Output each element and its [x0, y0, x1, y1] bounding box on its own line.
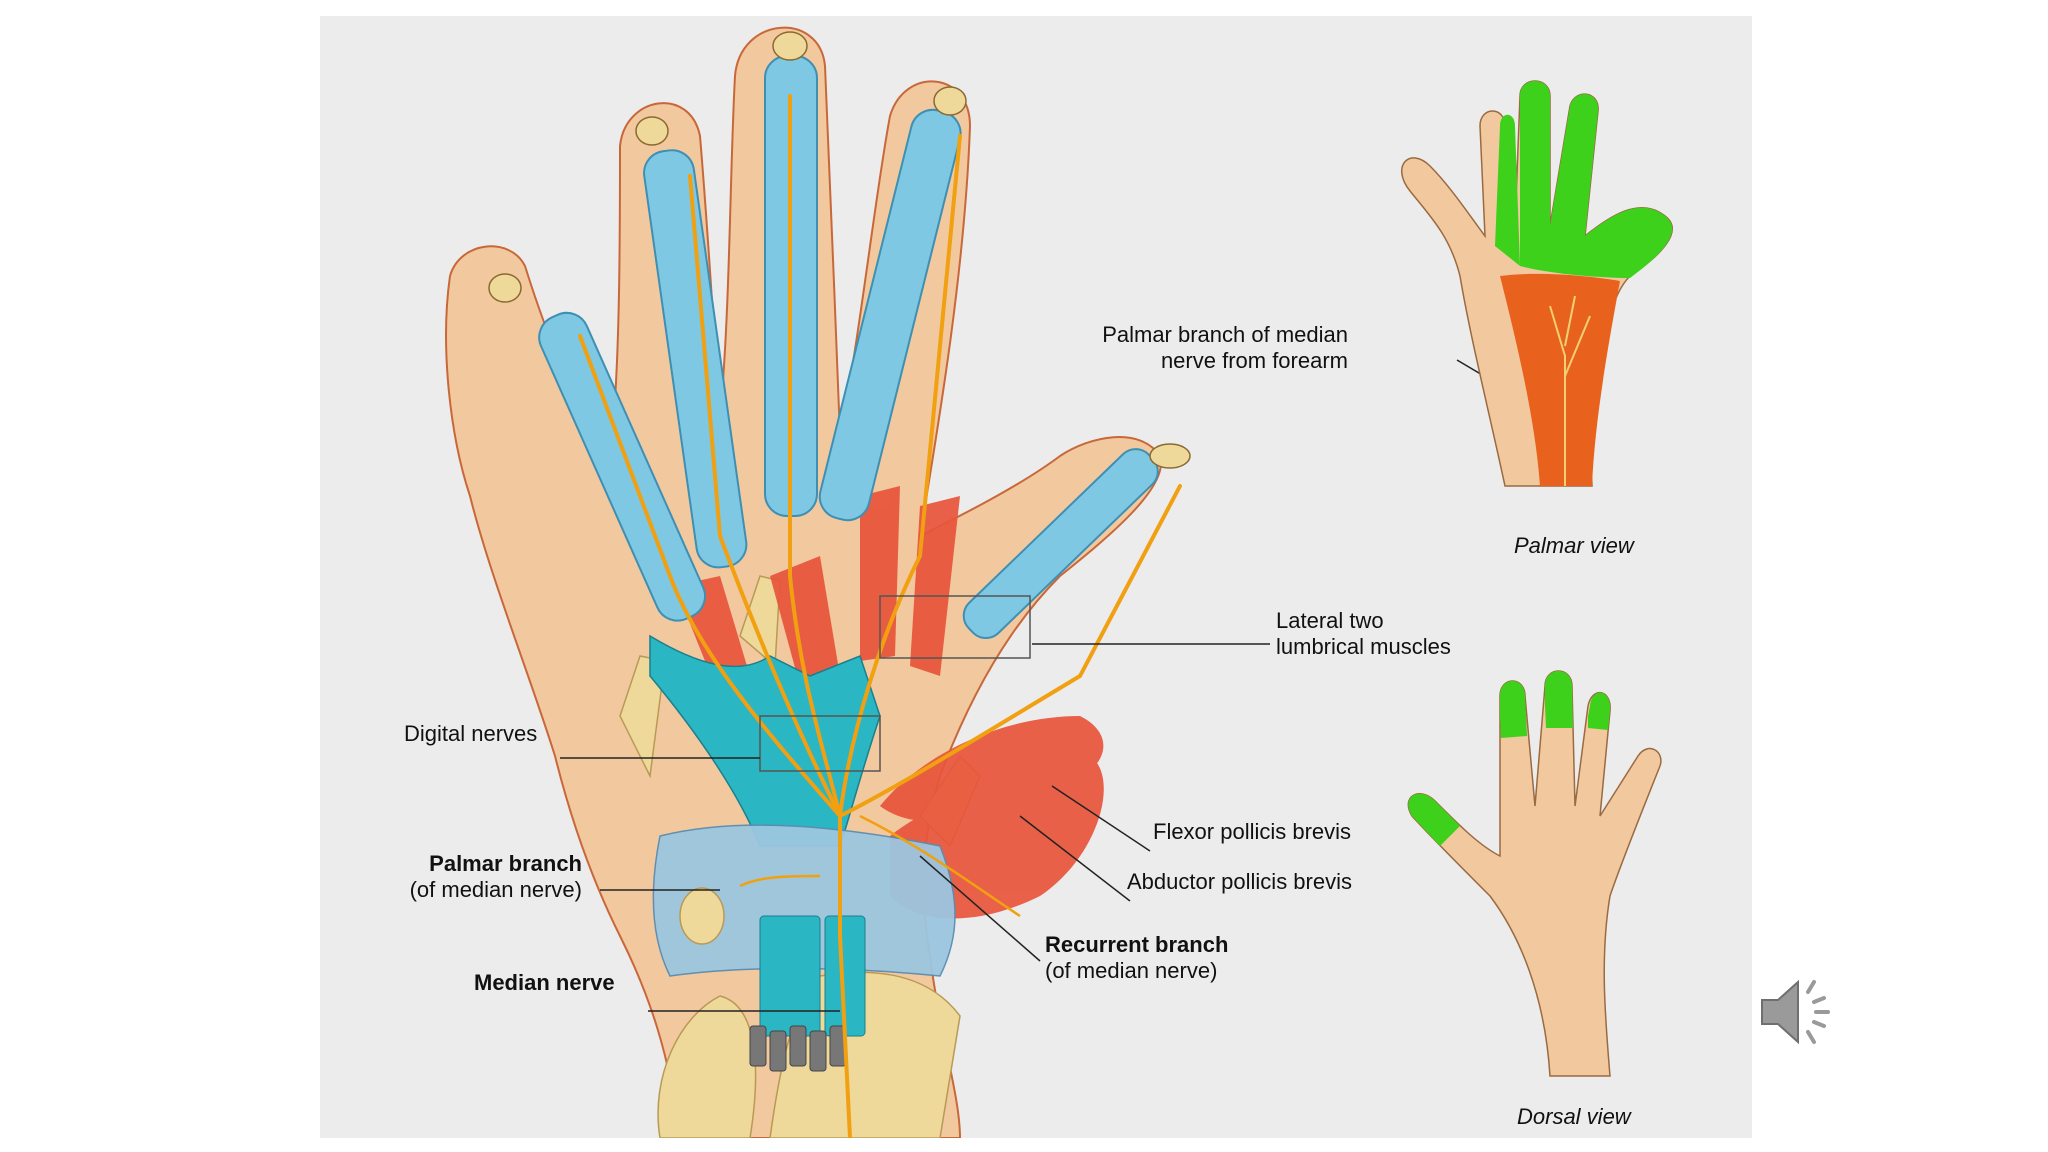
- label-recurrent-branch: Recurrent branch (of median nerve): [1045, 932, 1229, 983]
- figure-panel: [320, 16, 1752, 1138]
- flexor-pollicis-brevis-muscle: [880, 716, 1104, 822]
- main-hand-illustration: [445, 26, 1191, 1138]
- lumbrical-2: [770, 556, 840, 686]
- sheath-ring-finger: [643, 149, 748, 569]
- caption-dorsal-view: Dorsal view: [1517, 1104, 1631, 1129]
- label-abductor-pollicis-brevis: Abductor pollicis brevis: [1127, 869, 1352, 894]
- median-area-green-palmar: [1520, 81, 1673, 278]
- label-palmar-branch: Palmar branch (of median nerve): [409, 851, 582, 902]
- label-flexor-pollicis-brevis: Flexor pollicis brevis: [1153, 819, 1352, 844]
- caption-palmar-view: Palmar view: [1514, 533, 1634, 558]
- median-nerve-trunk: [838, 814, 852, 1138]
- label-median-nerve: Median nerve: [474, 970, 615, 995]
- label-palmar-branch-forearm: Palmar branch of median nerve from forea…: [1102, 322, 1348, 373]
- median-area-palmar: [1500, 273, 1620, 486]
- ulna-bone: [657, 995, 757, 1138]
- palmar-view-illustration: [1400, 80, 1673, 487]
- label-lateral-lumbricals: Lateral two lumbrical muscles: [1276, 608, 1451, 659]
- dorsal-view-illustration: [1407, 670, 1662, 1077]
- label-digital-nerves: Digital nerves: [404, 721, 538, 746]
- flexor-retinaculum: [652, 824, 956, 977]
- speaker-icon[interactable]: [1758, 972, 1838, 1052]
- leader-lines: [560, 359, 1561, 1012]
- lumbrical-3: [860, 486, 900, 661]
